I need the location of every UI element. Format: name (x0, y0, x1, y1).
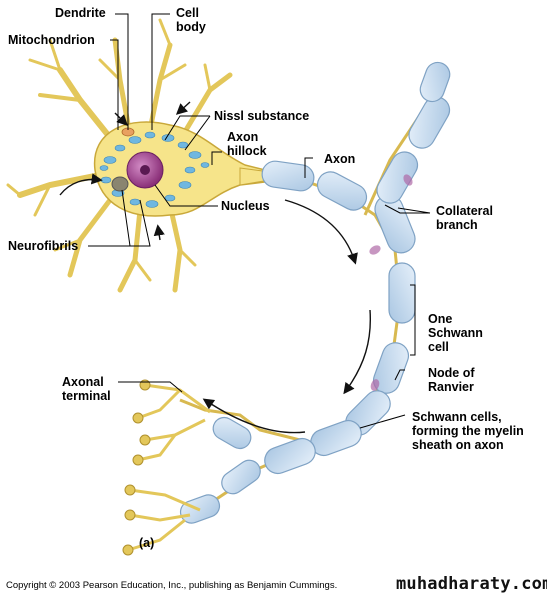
neurofibril-body (111, 176, 129, 192)
label-schwann-cell: One Schwann cell (428, 312, 483, 354)
copyright-text: Copyright © 2003 Pearson Education, Inc.… (6, 580, 338, 591)
label-schwann-sheath: Schwann cells, forming the myelin sheath… (412, 410, 524, 452)
label-axon-hillock: Axon hillock (227, 130, 267, 158)
label-collateral-branch: Collateral branch (436, 204, 493, 232)
schwann-nuclei (369, 174, 413, 391)
schwann-cell-segment (221, 459, 261, 495)
terminal-branch (179, 398, 301, 442)
schwann-cell-segment (264, 437, 316, 475)
nucleolus (140, 165, 150, 175)
schwann-cell-segment (388, 262, 416, 324)
dendrites (6, 18, 233, 293)
label-axonal-terminal: Axonal terminal (62, 375, 111, 403)
label-cell-body: Cell body (176, 6, 206, 34)
watermark-text: muhadharaty.com (396, 574, 547, 594)
signal-arrows (59, 101, 372, 434)
myelin-sheath (179, 61, 451, 524)
label-mitochondrion: Mitochondrion (8, 33, 95, 47)
label-node-of-ranvier: Node of Ranvier (428, 366, 475, 394)
schwann-cell-segment (419, 61, 451, 103)
leader-lines (88, 13, 431, 429)
schwann-cell-segment (261, 160, 315, 192)
label-nucleus: Nucleus (221, 199, 270, 213)
label-dendrite: Dendrite (55, 6, 106, 20)
schwann-cell-segment (316, 171, 368, 211)
label-axon: Axon (324, 152, 356, 166)
schwann-cell-segment (408, 96, 451, 149)
schwann-cell-segment (212, 416, 252, 450)
label-neurofibrils: Neurofibrils (8, 239, 79, 253)
schwann-cell-segment (376, 151, 419, 204)
label-nissl-substance: Nissl substance (214, 109, 310, 123)
panel-label: (a) (139, 536, 155, 550)
nissl-substance (99, 131, 210, 208)
